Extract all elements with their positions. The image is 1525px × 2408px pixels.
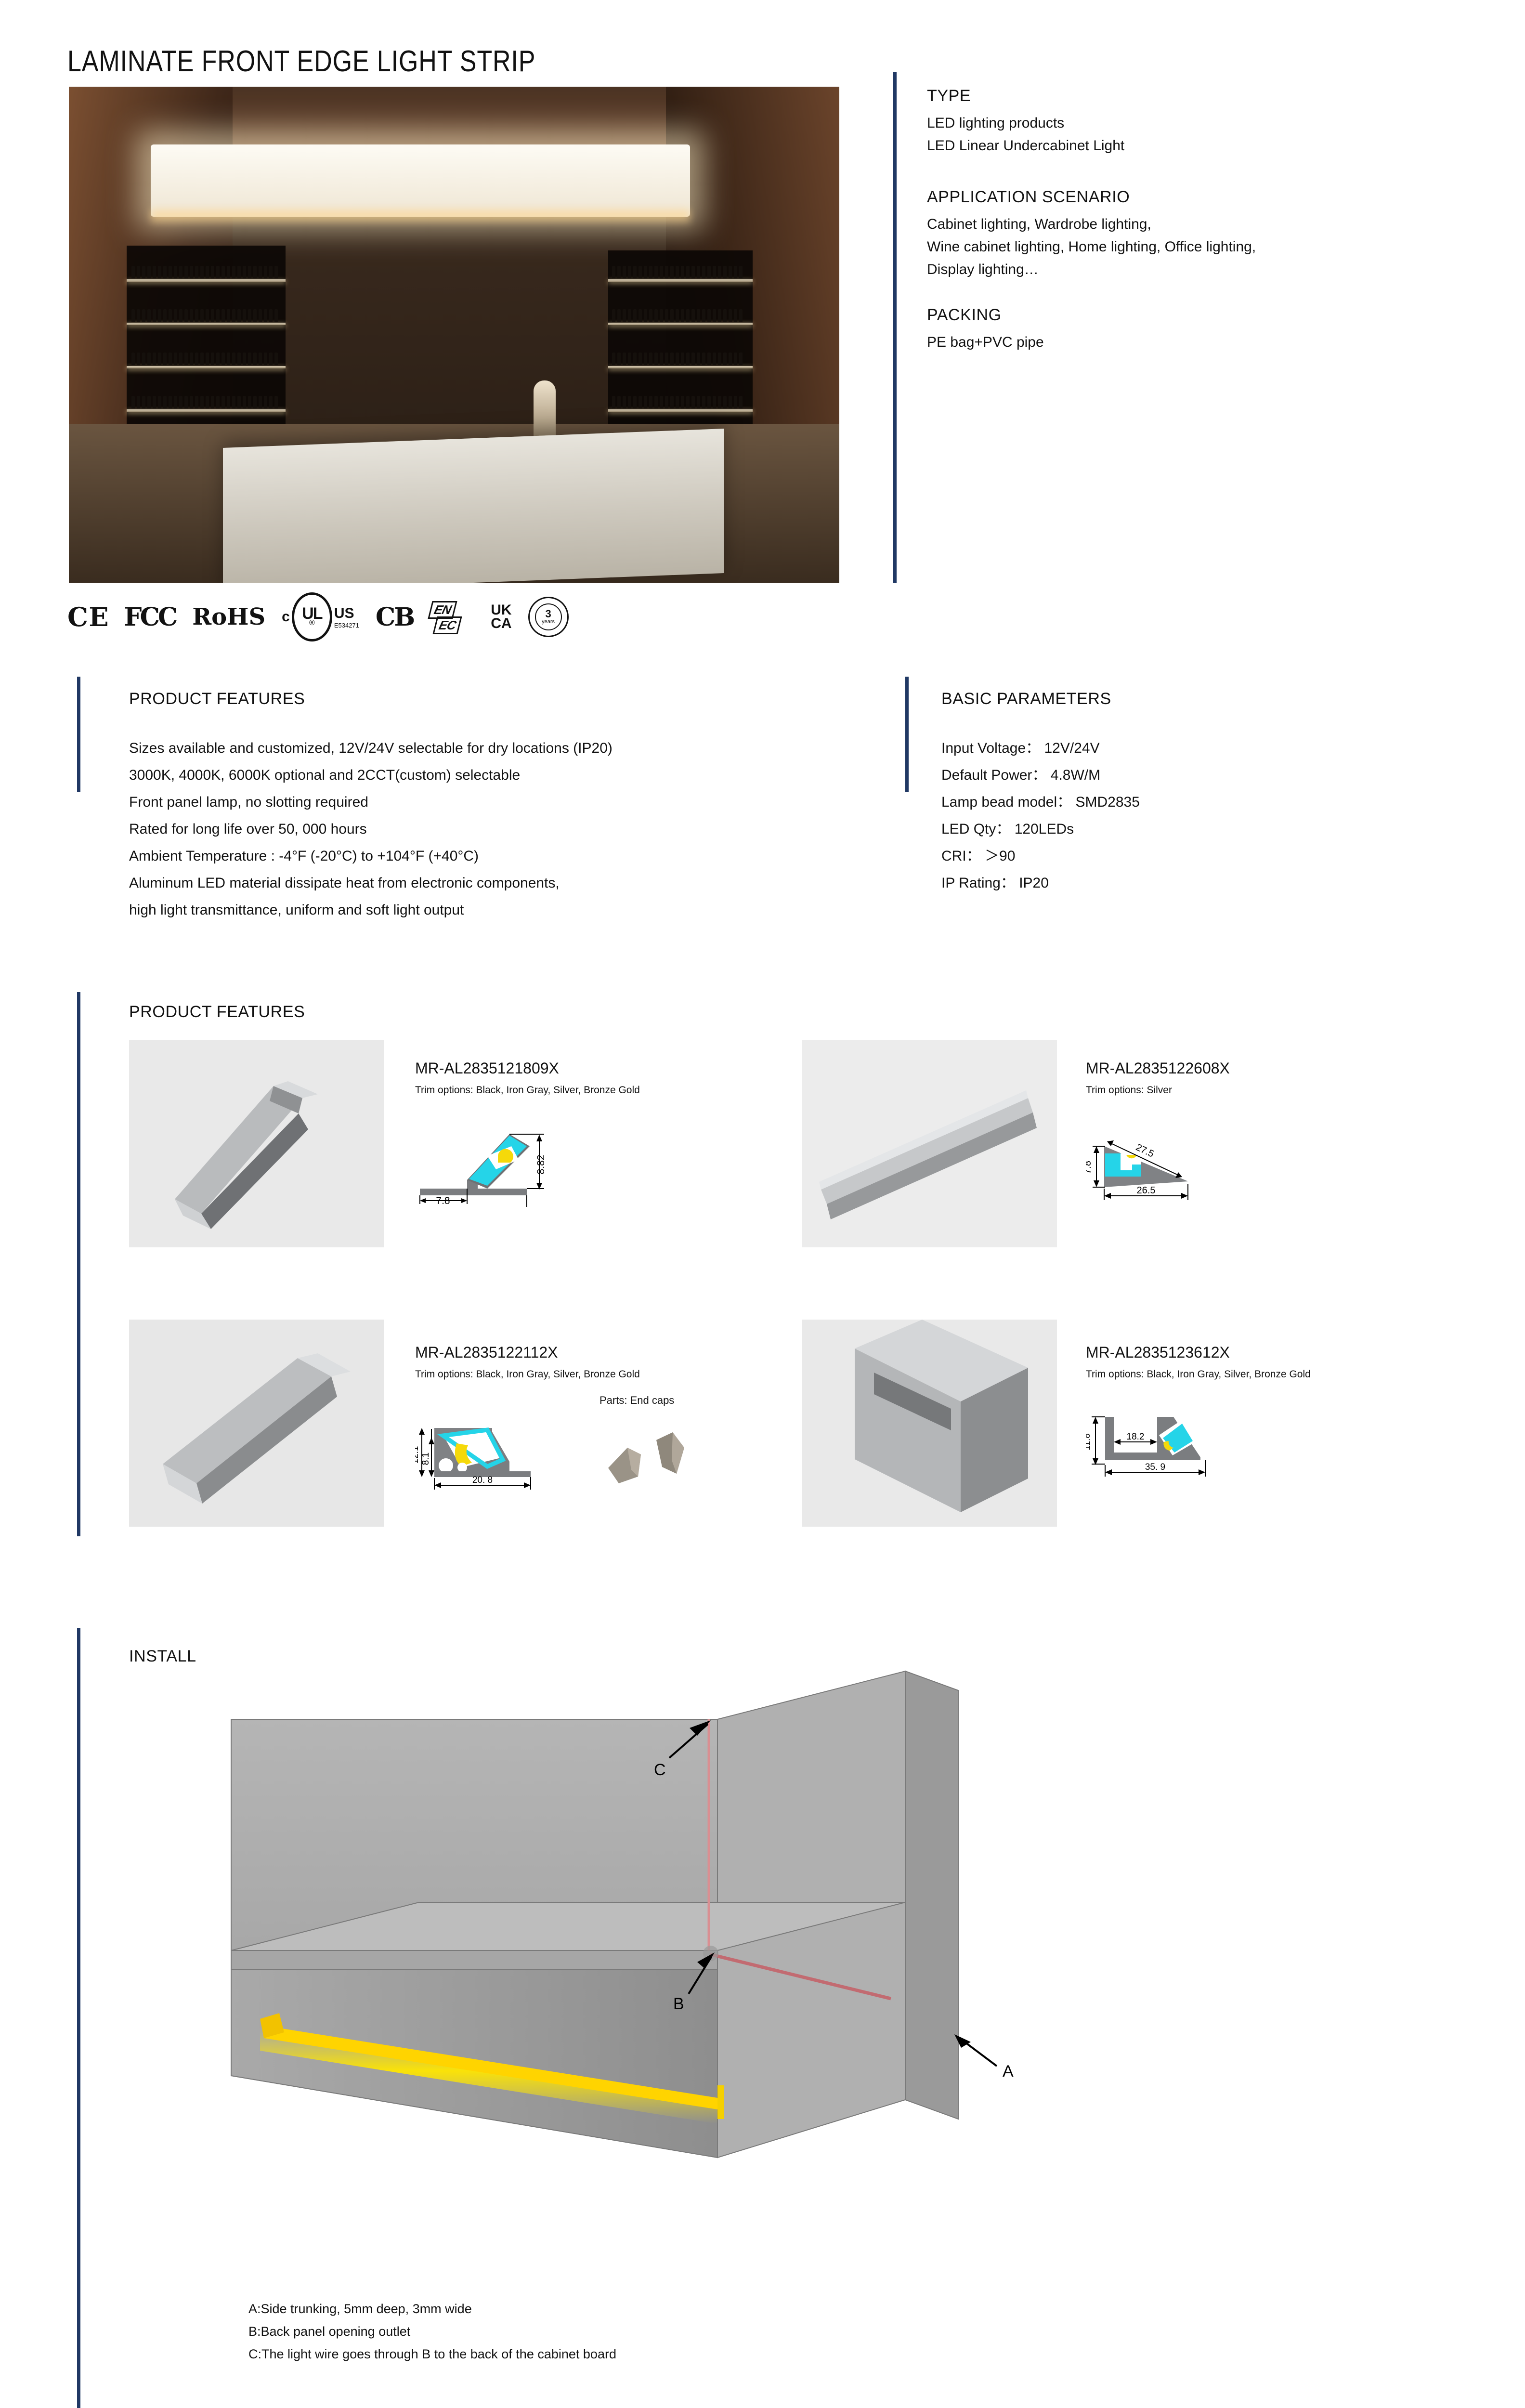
page-title: LAMINATE FRONT EDGE LIGHT STRIP [67, 45, 536, 78]
application-line-2: Wine cabinet lighting, Home lighting, Of… [927, 239, 1256, 255]
parameter-label: LED Qty： [941, 821, 1011, 837]
install-callout-c: C [654, 1761, 666, 1779]
dim-inner-3: 8.1 [421, 1453, 431, 1465]
type-line-2: LED Linear Undercabinet Light [927, 138, 1125, 154]
install-heading: INSTALL [129, 1647, 196, 1665]
dim-inner-4: 18.2 [1127, 1432, 1145, 1442]
features-line-1: Sizes available and customized, 12V/24V … [129, 740, 613, 756]
product-dimension-drawing-2: 7.8 26.5 27.5 [1086, 1140, 1188, 1200]
features-line-5: Ambient Temperature : -4°F (-20°C) to +1… [129, 848, 479, 864]
type-line-1: LED lighting products [927, 115, 1065, 131]
parameter-value: 4.8W/M [1050, 767, 1101, 783]
parameter-value: SMD2835 [1075, 794, 1140, 810]
products-accent-rule [77, 992, 80, 1536]
packing-line-1: PE bag+PVC pipe [927, 334, 1044, 350]
overview-accent-rule [893, 72, 897, 583]
product-model-4: MR-AL2835123612X [1086, 1344, 1230, 1361]
product-trim-1: Trim options: Black, Iron Gray, Silver, … [415, 1085, 640, 1096]
application-line-3: Display lighting… [927, 262, 1039, 277]
application-line-1: Cabinet lighting, Wardrobe lighting, [927, 216, 1151, 232]
dim-width-2: 26.5 [1137, 1185, 1156, 1196]
product-model-1: MR-AL2835121809X [415, 1060, 559, 1077]
install-legend-line-3: C:The light wire goes through B to the b… [248, 2347, 616, 2361]
install-accent-rule [77, 1628, 80, 2408]
rohs-mark-icon: RoHS [192, 603, 266, 630]
packing-heading: PACKING [927, 306, 1002, 324]
product-model-2: MR-AL2835122608X [1086, 1060, 1230, 1077]
product-photo-2 [802, 1040, 1057, 1247]
features-line-3: Front panel lamp, no slotting required [129, 794, 368, 810]
dim-height-3: 12.1 [415, 1446, 420, 1464]
product-trim-2: Trim options: Silver [1086, 1085, 1172, 1096]
install-legend-line-1: A:Side trunking, 5mm deep, 3mm wide [248, 2302, 472, 2316]
dim-height-2: 7.8 [1086, 1161, 1093, 1174]
parameter-row: IP Rating： IP20 [941, 872, 1049, 894]
install-callout-b: B [673, 1995, 684, 2013]
parameter-row: LED Qty： 120LEDs [941, 818, 1074, 840]
install-callout-a: A [1003, 2062, 1014, 2081]
cb-mark-icon: CB [375, 602, 415, 632]
dim-lip-1: 7.8 [436, 1195, 450, 1206]
ce-mark-icon: C E [67, 602, 109, 632]
parameter-row: Default Power： 4.8W/M [941, 764, 1100, 786]
type-heading: TYPE [927, 87, 971, 105]
dim-width-4: 35. 9 [1145, 1462, 1165, 1472]
parameter-value: ＞90 [985, 848, 1016, 864]
parameter-value: 12V/24V [1044, 740, 1100, 756]
parameter-row: Lamp bead model： SMD2835 [941, 791, 1140, 813]
product-dimension-drawing-4: 11.8 18.2 35. 9 [1086, 1416, 1206, 1477]
hero-product-photo [69, 87, 839, 583]
parameter-label: Lamp bead model： [941, 794, 1072, 810]
parameter-value: 120LEDs [1014, 821, 1074, 837]
dim-width-3: 20. 8 [472, 1475, 493, 1485]
application-heading: APPLICATION SCENARIO [927, 188, 1130, 206]
product-photo-4 [802, 1320, 1057, 1527]
features-accent-rule [77, 677, 80, 792]
product-trim-4: Trim options: Black, Iron Gray, Silver, … [1086, 1369, 1311, 1380]
features-line-2: 3000K, 4000K, 6000K optional and 2CCT(cu… [129, 767, 521, 783]
parameter-label: Default Power： [941, 767, 1047, 783]
parameter-label: IP Rating： [941, 875, 1015, 891]
install-legend-line-2: B:Back panel opening outlet [248, 2324, 411, 2339]
features-line-6: Aluminum LED material dissipate heat fro… [129, 875, 560, 891]
parameter-value: IP20 [1019, 875, 1049, 891]
product-dimension-drawing-1: 8.82 7.8 [419, 1134, 547, 1207]
parameter-label: CRI： [941, 848, 981, 864]
product-model-3: MR-AL2835122112X [415, 1344, 558, 1361]
parameter-row: Input Voltage： 12V/24V [941, 737, 1100, 759]
features-line-7: high light transmittance, uniform and so… [129, 902, 464, 918]
product-dimension-drawing-3: 12.1 8.1 20. 8 [415, 1427, 531, 1490]
dim-height-4: 11.8 [1086, 1433, 1092, 1451]
dim-height-1: 8.82 [535, 1155, 547, 1175]
product-parts-3: Parts: End caps [600, 1394, 675, 1406]
install-isometric-diagram: A B C [231, 1670, 1014, 2159]
products-heading: PRODUCT FEATURES [129, 1003, 305, 1021]
parameter-label: Input Voltage： [941, 740, 1041, 756]
product-photo-1 [129, 1040, 384, 1247]
parameter-row: CRI： ＞90 [941, 845, 1015, 867]
features-heading: PRODUCT FEATURES [129, 690, 305, 708]
parameters-heading: BASIC PARAMETERS [941, 690, 1111, 708]
end-caps-photo [608, 1432, 684, 1483]
features-line-4: Rated for long life over 50, 000 hours [129, 821, 367, 837]
product-trim-3: Trim options: Black, Iron Gray, Silver, … [415, 1369, 640, 1380]
product-photo-3 [129, 1320, 384, 1527]
fcc-mark-icon: FCC [124, 602, 178, 632]
parameters-accent-rule [905, 677, 909, 792]
